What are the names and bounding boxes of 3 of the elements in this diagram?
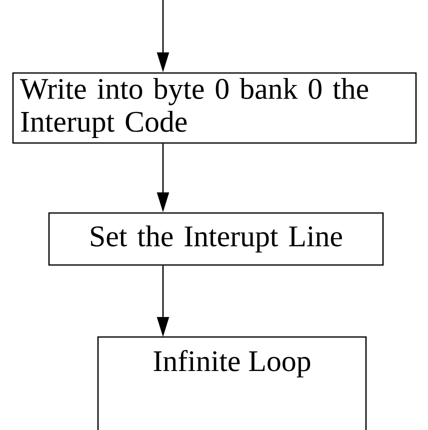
process-box: Infinite Loop — [97, 336, 367, 430]
process-box: Set the Interupt Line — [48, 212, 384, 266]
process-box: Write into byte 0 bank 0 the Interupt Code — [12, 72, 417, 144]
